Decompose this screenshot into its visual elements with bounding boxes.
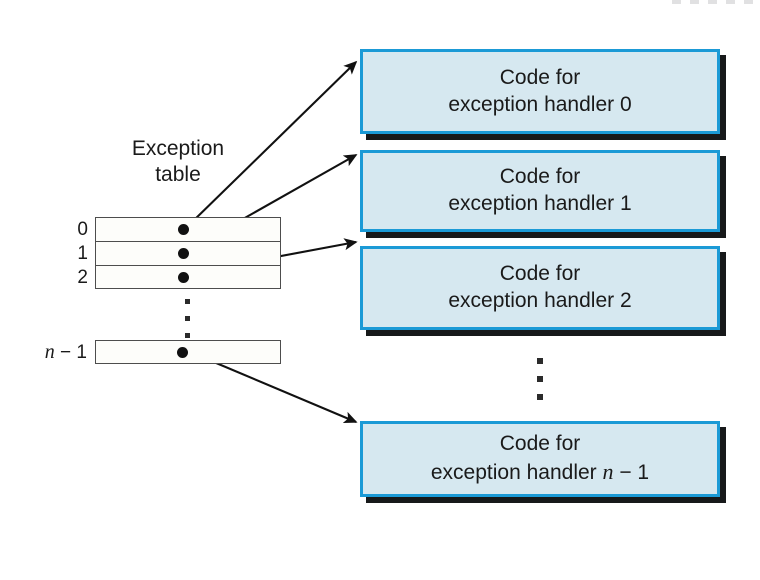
row-index-label: 0 xyxy=(77,219,88,240)
table-row[interactable]: n − 1 xyxy=(45,340,281,364)
table-vertical-ellipsis xyxy=(185,299,191,338)
handler-n-1-line1: Code for xyxy=(499,432,581,456)
handler-2-line1: Code for xyxy=(499,262,581,286)
entry-pointer-dot xyxy=(177,224,189,235)
table-row[interactable]: 1 xyxy=(77,241,281,265)
handler-2-line2: exception handler 2 xyxy=(448,289,632,312)
top-edge-artifact xyxy=(672,0,756,4)
handler-0-line2: exception handler 0 xyxy=(448,92,632,116)
handler-box-2-label: Code for exception handler 2 xyxy=(448,261,631,315)
row-index-n-italic: n xyxy=(44,341,55,363)
handler-box-0[interactable]: Code for exception handler 0 xyxy=(360,49,720,134)
row-index-label: 2 xyxy=(77,267,88,288)
exception-table-caption: Exception table xyxy=(131,137,225,186)
entry-pointer-dot xyxy=(176,346,188,358)
handler-1-line2: exception handler 1 xyxy=(448,192,632,215)
handler-1-line1: Code for xyxy=(499,165,581,189)
row-index-label: 1 xyxy=(77,243,88,264)
handler-n-1-line2: exception handler xyxy=(430,461,603,484)
row-index-label: n − 1 xyxy=(45,340,87,365)
exception-table: 0 1 2 xyxy=(77,217,281,289)
handler-vertical-ellipsis xyxy=(537,358,543,412)
table-row[interactable]: 2 xyxy=(77,265,281,289)
handler-box-2[interactable]: Code for exception handler 2 xyxy=(360,246,720,330)
handler-box-n-1-label: Code for exception handler n − 1 xyxy=(431,431,649,487)
handler-n-1-italic-n: n xyxy=(602,459,614,484)
entry-pointer-dot xyxy=(177,271,189,283)
row-index-n-suffix: − 1 xyxy=(54,342,87,363)
handler-0-line1: Code for xyxy=(499,65,581,89)
handler-n-1-suffix: − 1 xyxy=(613,461,650,484)
exception-table-last-row-wrap: n − 1 xyxy=(45,340,281,364)
handler-box-1-label: Code for exception handler 1 xyxy=(448,164,631,218)
entry-pointer-dot xyxy=(177,248,189,259)
table-row[interactable]: 0 xyxy=(77,217,281,241)
handler-box-n-1[interactable]: Code for exception handler n − 1 xyxy=(360,421,720,497)
handler-box-0-label: Code for exception handler 0 xyxy=(448,65,631,119)
handler-box-1[interactable]: Code for exception handler 1 xyxy=(360,150,720,232)
